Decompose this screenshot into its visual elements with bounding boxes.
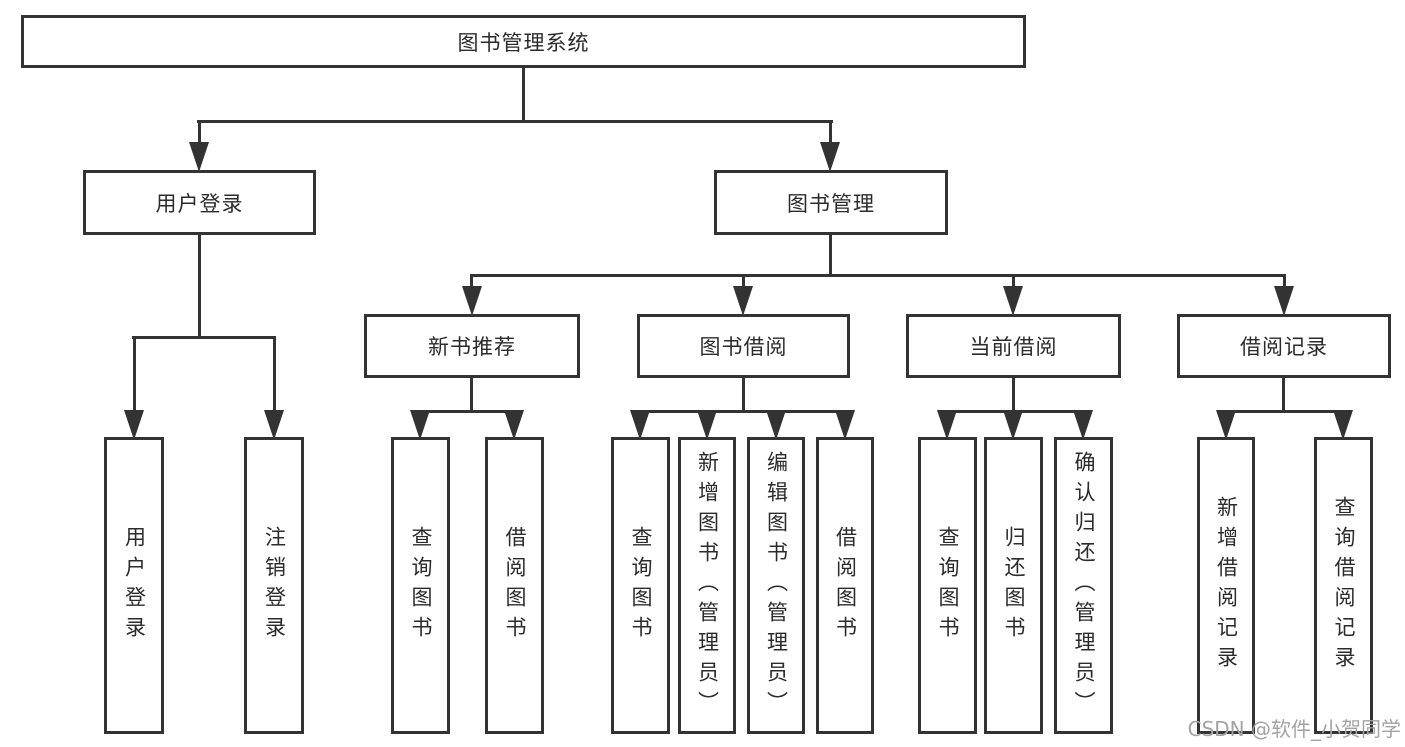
watermark: CSDN @软件_小贺同学 (1187, 717, 1401, 741)
leaf-label: 查询图书 (629, 525, 653, 646)
leaf-label: 归还图书 (1002, 525, 1026, 646)
leaf-label: 注销登录 (262, 525, 287, 646)
connector-branch-left-shaft (198, 120, 201, 150)
connector-section3-shaft (1012, 274, 1015, 290)
arrow-to-leaf-query-books-1 (410, 410, 430, 440)
leaf-label: 确认归还（管理员） (1072, 450, 1096, 721)
node-label: 图书管理系统 (457, 30, 590, 55)
leaf-label: 查询图书 (409, 525, 433, 646)
connector-book-mgmt-split (470, 274, 1286, 277)
connector-book-borrow-stub (742, 378, 745, 412)
leaf-label: 借阅图书 (503, 525, 527, 646)
node-label: 当前借阅 (969, 335, 1058, 359)
arrow-to-leaf-add-record (1216, 410, 1236, 440)
arrow-to-leaf-query-record (1333, 410, 1353, 440)
leaf-user-login: 用户登录 (104, 437, 164, 734)
arrow-to-leaf-user-login (124, 410, 144, 440)
connector-current-borrow-stub (1012, 378, 1015, 412)
leaf-query-borrow-record: 查询借阅记录 (1314, 437, 1373, 734)
leaf-label: 用户登录 (122, 525, 147, 646)
leaf-label: 新增图书（管理员） (695, 450, 720, 721)
connector-new-book-stub (470, 378, 473, 412)
connector-branch-right-shaft (829, 120, 832, 150)
node-current-borrowing: 当前借阅 (906, 314, 1121, 378)
arrow-to-borrow-record (1274, 286, 1294, 316)
node-label: 图书借阅 (699, 335, 788, 359)
arrow-to-leaf-query-books-2 (630, 410, 650, 440)
arrow-to-current-borrow (1003, 286, 1023, 316)
node-label: 借阅记录 (1240, 335, 1328, 359)
arrow-to-leaf-edit-books (766, 410, 786, 440)
node-book-borrowing: 图书借阅 (637, 314, 850, 378)
leaf-label: 查询图书 (936, 525, 960, 646)
leaf-label: 借阅图书 (833, 525, 858, 646)
leaf-add-books-admin: 新增图书（管理员） (678, 437, 736, 734)
node-user-login-module: 用户登录 (83, 170, 316, 235)
leaf-borrow-books-newbook: 借阅图书 (485, 437, 544, 734)
leaf-label: 新增借阅记录 (1214, 495, 1239, 676)
arrow-to-leaf-return-books (1003, 410, 1023, 440)
connector-user-login-split (132, 336, 276, 339)
arrow-to-leaf-confirm-return (1073, 410, 1093, 440)
connector-root-split (197, 120, 833, 123)
leaf-add-borrow-record: 新增借阅记录 (1197, 437, 1255, 734)
arrow-to-leaf-borrow-books-2 (835, 410, 855, 440)
leaf-confirm-return-admin: 确认归还（管理员） (1054, 437, 1113, 734)
leaf-borrow-books-borrowing: 借阅图书 (816, 437, 874, 734)
connector-borrow-record-split (1225, 410, 1344, 413)
leaf-query-books-current: 查询图书 (918, 437, 977, 734)
leaf-query-books-newbook: 查询图书 (391, 437, 450, 734)
connector-section2-shaft (742, 274, 745, 290)
node-label: 新书推荐 (428, 335, 516, 359)
arrow-to-book-borrow (733, 286, 753, 316)
connector-new-book-split (419, 410, 516, 413)
node-root-system: 图书管理系统 (21, 15, 1026, 68)
connector-user-login-stub (198, 235, 201, 339)
node-new-book-recommend: 新书推荐 (364, 314, 580, 378)
node-label: 用户登录 (155, 191, 244, 216)
connector-user-login-child2-shaft (273, 336, 276, 412)
leaf-logout: 注销登录 (244, 437, 304, 734)
node-book-management-module: 图书管理 (714, 170, 948, 235)
arrow-to-book-management (820, 142, 840, 172)
leaf-query-books-borrowing: 查询图书 (611, 437, 670, 734)
node-label: 图书管理 (787, 191, 875, 216)
connector-borrow-record-stub (1282, 378, 1285, 412)
leaf-label: 编辑图书（管理员） (764, 450, 789, 721)
connector-root-stub (522, 67, 525, 122)
connector-book-mgmt-stub (829, 235, 832, 277)
node-borrowing-records: 借阅记录 (1177, 314, 1391, 378)
arrow-to-leaf-query-books-3 (937, 410, 957, 440)
arrow-to-leaf-add-books (697, 410, 717, 440)
leaf-return-books: 归还图书 (984, 437, 1043, 734)
arrow-to-leaf-borrow-books-1 (504, 410, 524, 440)
leaf-label: 查询借阅记录 (1332, 495, 1356, 676)
connector-section4-shaft (1283, 274, 1286, 290)
connector-section1-shaft (470, 274, 473, 290)
connector-book-borrow-split (639, 410, 846, 413)
arrow-to-user-login (189, 142, 209, 172)
connector-user-login-child1-shaft (133, 336, 136, 412)
arrow-to-new-book (462, 286, 482, 316)
leaf-edit-books-admin: 编辑图书（管理员） (747, 437, 805, 734)
arrow-to-leaf-logout (264, 410, 284, 440)
